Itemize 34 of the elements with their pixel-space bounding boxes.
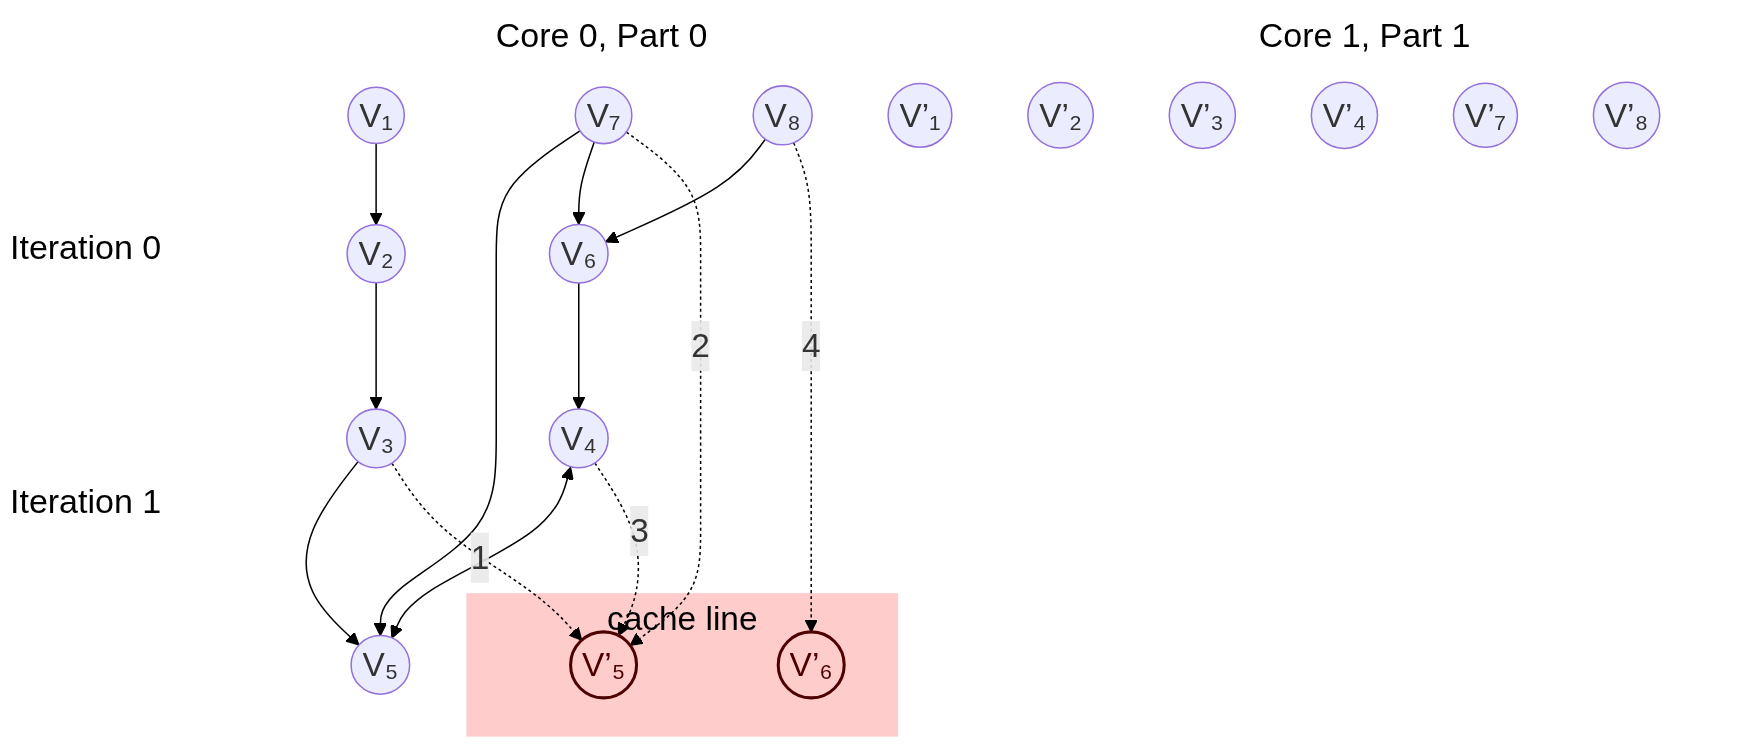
arrow (792, 141, 818, 633)
node-circle: V₁ (347, 86, 406, 145)
node-circle: V₆ (548, 223, 609, 284)
node-circle: V’₅ (569, 630, 639, 700)
edge-label: 1 (470, 538, 490, 577)
node-circle: V₇ (574, 86, 633, 145)
node-circle: V’₆ (776, 630, 846, 700)
arrow (594, 462, 640, 637)
node-circle: V₂ (346, 223, 406, 284)
arrow (373, 130, 581, 637)
node-circle: V₈ (752, 85, 813, 146)
node-circle: V’₁ (887, 82, 953, 148)
arrow (572, 282, 586, 410)
column-heading: Core 1, Part 1 (1258, 15, 1471, 55)
arrow (369, 282, 383, 410)
arrow (604, 138, 767, 244)
column-heading: Core 0, Part 0 (495, 15, 708, 55)
arrow (572, 141, 595, 226)
node-circle: V’₈ (1592, 81, 1661, 150)
node-circle: V₅ (350, 634, 411, 695)
row-heading: Iteration 1 (10, 481, 163, 521)
arrow (625, 131, 702, 646)
node-circle: V’₇ (1452, 82, 1519, 149)
edge-label: 4 (801, 327, 821, 366)
edge-label: 3 (630, 511, 649, 550)
row-heading: Iteration 0 (10, 227, 163, 267)
arrow (305, 460, 360, 646)
edge-label: 2 (691, 327, 710, 366)
arrow (369, 142, 383, 226)
node-circle: V’₄ (1310, 81, 1379, 150)
node-circle: V’₃ (1168, 81, 1237, 150)
node-circle: V₃ (346, 408, 407, 469)
node-circle: V₄ (548, 408, 609, 469)
node-circle: V’₂ (1027, 81, 1095, 149)
